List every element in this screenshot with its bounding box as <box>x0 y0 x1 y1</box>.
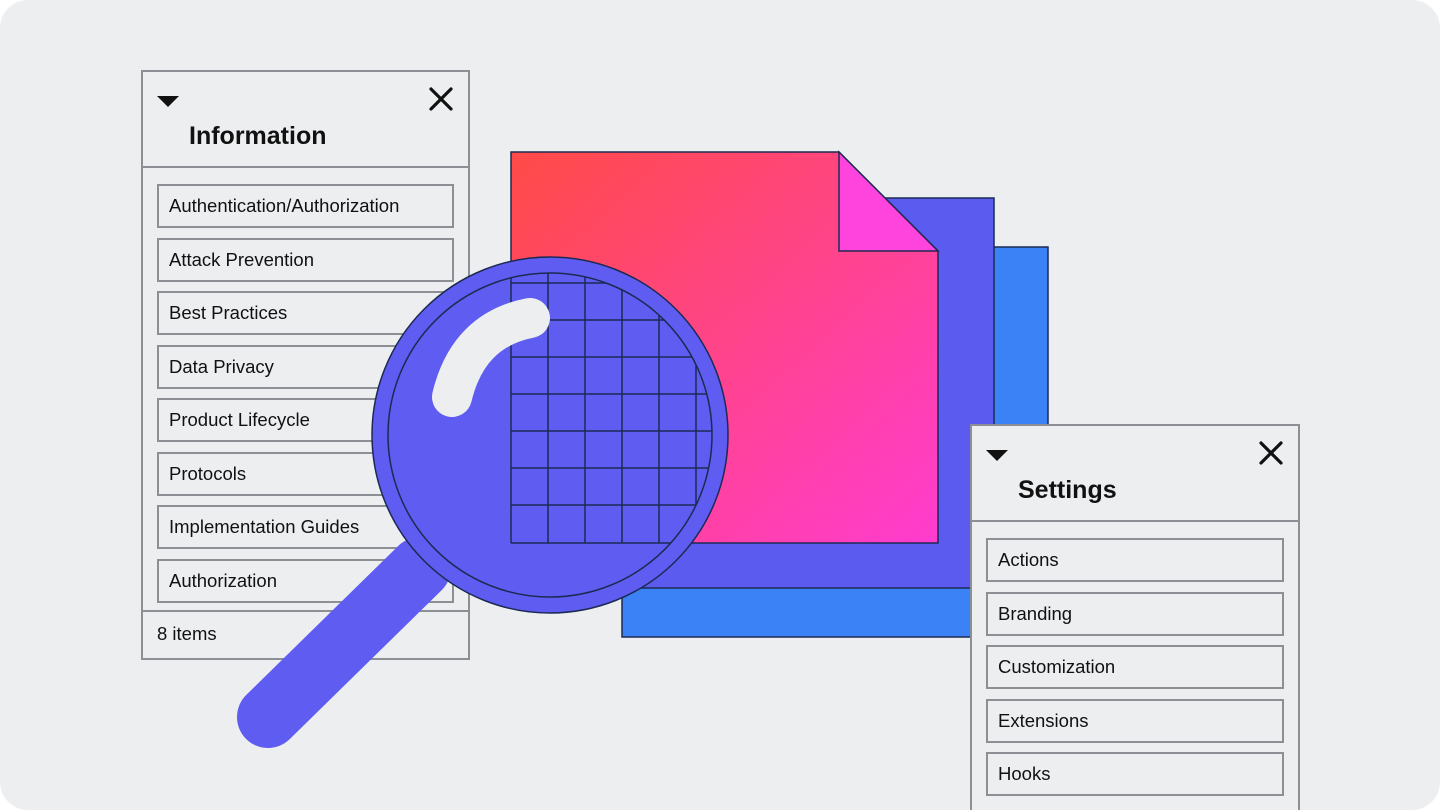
lens-highlight <box>432 298 550 417</box>
item-count: 8 items <box>143 610 468 658</box>
list-item[interactable]: Branding <box>986 591 1284 636</box>
list-item[interactable]: Attack Prevention <box>157 237 454 282</box>
caret-down-icon[interactable] <box>157 96 179 107</box>
list-item[interactable]: Authentication/Authorization <box>157 184 454 228</box>
magnifier-inner-ring <box>387 272 713 598</box>
magnifying-glass-icon <box>237 256 729 748</box>
close-icon[interactable] <box>426 84 456 114</box>
list-item[interactable]: Customization <box>986 645 1284 689</box>
list-item[interactable]: Extensions <box>986 698 1284 743</box>
magnifier-handle <box>237 537 451 748</box>
information-panel-title: Information <box>189 122 327 150</box>
close-icon[interactable] <box>1256 438 1286 468</box>
magnifier-lens <box>371 256 729 614</box>
settings-panel-title: Settings <box>1018 476 1117 504</box>
settings-panel-header: Settings <box>972 426 1298 522</box>
document-fold <box>838 150 940 252</box>
settings-panel: Settings Actions Branding Customization … <box>970 424 1300 810</box>
settings-item-list: Actions Branding Customization Extension… <box>972 522 1298 796</box>
information-item-list: Authentication/Authorization Attack Prev… <box>143 168 468 603</box>
list-item[interactable]: Actions <box>986 538 1284 582</box>
information-panel-header: Information <box>143 72 468 168</box>
list-item[interactable]: Hooks <box>986 752 1284 796</box>
list-item[interactable]: Best Practices <box>157 291 454 335</box>
caret-down-icon[interactable] <box>986 450 1008 461</box>
